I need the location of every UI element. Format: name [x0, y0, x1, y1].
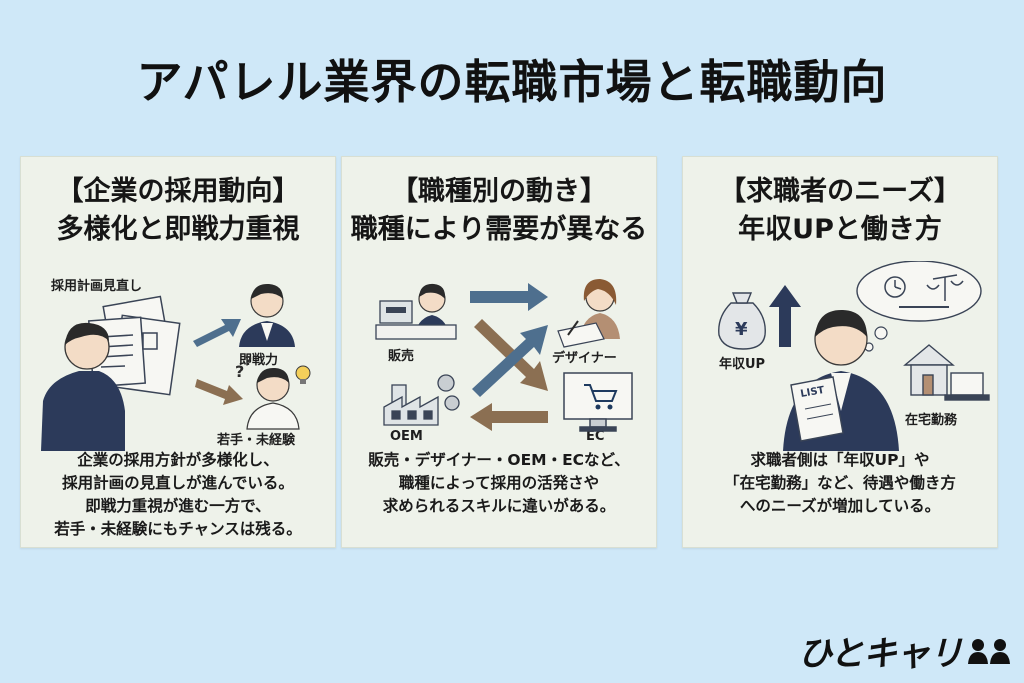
body-line: 企業の採用方針が多様化し、 [77, 451, 279, 469]
card-heading: 【求職者のニーズ】 年収UPと働き方 [683, 173, 997, 249]
card-heading-category: 【企業の採用動向】 [56, 176, 300, 207]
needs-illustration: 年収UP 在宅勤務 ¥ [683, 261, 997, 451]
job-types-drawing [375, 279, 633, 432]
recruiter-person-icon [41, 322, 125, 451]
label-ec: EC [586, 429, 605, 444]
card-body: 販売・デザイナー・OEM・ECなど、 職種によって採用の活発さや 求められるスキ… [342, 449, 656, 518]
money-bag-icon: ¥ [718, 292, 766, 350]
sales-clerk-icon [375, 283, 457, 340]
label-designer: デザイナー [552, 351, 617, 366]
logo-text: ひとキャリ [798, 634, 963, 674]
card-heading-title: 多様化と即戦力重視 [56, 214, 300, 245]
immediate-talent-person-icon [239, 283, 295, 347]
card-heading-title: 年収UPと働き方 [738, 214, 942, 245]
card-heading-category: 【職種別の動き】 [391, 176, 607, 207]
arrow-left-icon [470, 403, 548, 431]
card-heading-category: 【求職者のニーズ】 [719, 176, 961, 207]
label-immediate: 即戦力 [239, 353, 279, 368]
label-sales: 販売 [388, 349, 415, 364]
arrow-right-icon [470, 283, 548, 311]
label-oem: OEM [390, 429, 423, 444]
house-icon [903, 344, 955, 396]
card-heading: 【企業の採用動向】 多様化と即戦力重視 [21, 173, 335, 249]
hiring-illustration: 採用計画見直し 即戦力 若手・未経験 [21, 261, 335, 451]
body-line: 採用計画の見直しが進んでいる。 [62, 474, 294, 492]
brand-logo: ひとキャリ [798, 626, 1012, 675]
svg-text:?: ? [245, 354, 252, 368]
list-text: LIST [800, 385, 826, 400]
card-body: 求職者側は「年収UP」や 「在宅勤務」など、待遇や働き方 へのニーズが増加してい… [683, 449, 997, 518]
label-remote: 在宅勤務 [905, 413, 958, 428]
lightbulb-icon [295, 365, 311, 384]
ec-monitor-icon [563, 372, 633, 432]
body-line: 求められるスキルに違いがある。 [382, 497, 616, 515]
list-paper-icon: LIST [790, 376, 844, 442]
people-icon [968, 638, 1010, 664]
body-line: 職種によって採用の活発さや [398, 474, 600, 492]
page-title: アパレル業界の転職市場と転職動向 [136, 55, 888, 109]
arrow-to-young-icon [195, 379, 243, 405]
arrow-cross-up-icon [472, 325, 548, 397]
card-hiring-trends: 【企業の採用動向】 多様化と即戦力重視 採用計画見直し 即戦力 若手・未経験 [20, 156, 336, 548]
body-line: 若手・未経験にもチャンスは残る。 [54, 520, 302, 538]
arrow-to-immediate-icon [193, 319, 241, 347]
designer-icon [557, 279, 620, 348]
label-income: 年収UP [719, 357, 766, 372]
label-plan-review: 採用計画見直し [51, 279, 143, 294]
card-job-types: 【職種別の動き】 職種により需要が異なる 販売 デザイナー OEM EC [341, 156, 657, 548]
body-line: 「在宅勤務」など、待遇や働き方 [724, 474, 956, 492]
card-candidate-needs: 【求職者のニーズ】 年収UPと働き方 年収UP 在宅勤務 ¥ [682, 156, 998, 548]
thought-bubble-icon [856, 261, 982, 352]
body-line: 求職者側は「年収UP」や [750, 451, 930, 469]
card-heading: 【職種別の動き】 職種により需要が異なる [342, 173, 656, 249]
body-line: 販売・デザイナー・OEM・ECなど、 [368, 451, 630, 469]
laptop-icon [944, 372, 990, 401]
balance-scale-icon [926, 274, 964, 301]
young-person-icon [246, 367, 300, 430]
body-line: 即戦力重視が進む一方で、 [85, 497, 271, 515]
body-line: へのニーズが増加している。 [739, 497, 941, 515]
documents-icon [87, 295, 181, 396]
up-arrow-icon [769, 285, 801, 347]
factory-icon [383, 374, 460, 426]
hiring-drawing: ? ? [41, 283, 311, 451]
card-heading-title: 職種により需要が異なる [350, 214, 648, 245]
job-types-illustration: 販売 デザイナー OEM EC [342, 261, 656, 451]
svg-text:¥: ¥ [735, 319, 748, 340]
card-body: 企業の採用方針が多様化し、 採用計画の見直しが進んでいる。 即戦力重視が進む一方… [21, 449, 335, 541]
label-young: 若手・未経験 [217, 433, 296, 448]
question-mark-icon: ? [235, 362, 244, 381]
needs-drawing: ¥ [718, 261, 990, 451]
